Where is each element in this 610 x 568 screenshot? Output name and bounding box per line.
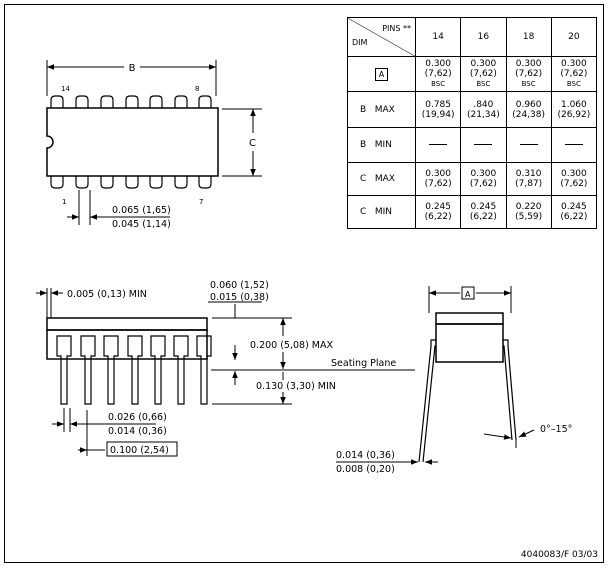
package-body-top: [46, 107, 219, 177]
end-body-top: [435, 312, 504, 325]
pin-14-label: 14: [61, 85, 70, 93]
table-cell: .840(21,34): [460, 91, 507, 128]
lead-width-min-label: 0.014 (0,36): [108, 426, 167, 437]
top-view-leads-lower: [50, 176, 212, 189]
table-row: B MIN: [347, 127, 598, 163]
top-view: B 14 8 1 7 C: [46, 60, 262, 230]
lead-width-max-label: 0.026 (0,66): [108, 412, 167, 423]
table-cell: 0.300(7,62)BSC: [550, 56, 598, 92]
label-b: B: [129, 63, 136, 74]
pin-1-label: 1: [62, 198, 66, 206]
row-label: C MIN: [347, 195, 416, 229]
dimension-table: PINS ** DIM 14 16 18 20 A 0.300(7,62)BSC…: [347, 17, 598, 229]
table-cell: 0.300(7,62)BSC: [505, 56, 552, 92]
label-c: C: [249, 138, 256, 149]
shoulder-min-label: 0.015 (0,38): [210, 292, 269, 303]
pitch-label: 0.100 (2,54): [110, 445, 169, 456]
table-cell: 1.060(26,92): [550, 91, 598, 128]
table-cell: 0.960(24,38): [505, 91, 552, 128]
package-body-side-top: [46, 317, 208, 331]
column-header: 20: [550, 17, 598, 57]
table-row: B MAX 0.785(19,94) .840(21,34) 0.960(24,…: [347, 91, 598, 128]
pins-header: PINS **: [382, 24, 411, 33]
lead-length-label: 0.130 (3,30) MIN: [256, 381, 336, 392]
datum-a-box-end: [461, 286, 475, 300]
side-view: 0.005 (0,13) MIN 0.060 (1,52) 0.015 (0,3…: [36, 280, 415, 457]
end-lead-left: [418, 339, 436, 463]
seating-plane-label: Seating Plane: [331, 358, 396, 369]
pitch-min-label: 0.045 (1,14): [112, 219, 171, 230]
dim-header: DIM: [352, 38, 368, 47]
standoff-label: 0.005 (0,13) MIN: [67, 289, 147, 300]
pitch-max-label: 0.065 (1,65): [112, 205, 171, 216]
drawing-frame: [4, 4, 604, 563]
table-row: C MIN 0.245(6,22) 0.245(6,22) 0.220(5,59…: [347, 195, 598, 229]
pin-7-label: 7: [199, 198, 203, 206]
row-label: B MIN: [347, 127, 416, 163]
table-cell-empty: [414, 127, 462, 163]
thickness-max-label: 0.014 (0,36): [336, 450, 395, 461]
table-cell: 0.300(7,62): [460, 162, 507, 196]
table-row: C MAX 0.300(7,62) 0.300(7,62) 0.310(7,87…: [347, 162, 598, 196]
shoulder-max-label: 0.060 (1,52): [210, 280, 269, 291]
table-cell: 0.245(6,22): [460, 195, 507, 229]
label-a: A: [465, 290, 471, 299]
table-cell: 0.300(7,62)BSC: [460, 56, 507, 92]
end-view: A 0°–15° 0.014 (0,36) 0.008 (0,20): [336, 286, 572, 475]
side-view-leads: [56, 335, 212, 405]
table-cell: 0.220(5,59): [505, 195, 552, 229]
dim-arrow: [518, 429, 535, 438]
dim-arrow: [483, 433, 512, 440]
drawing-number: 4040083/F 03/03: [520, 550, 598, 560]
top-view-leads-upper: [50, 95, 212, 108]
end-body: [435, 323, 504, 363]
package-body-side: [46, 329, 208, 360]
angle-label: 0°–15°: [540, 424, 572, 435]
end-lead-right: [503, 339, 517, 441]
thickness-min-label: 0.008 (0,20): [336, 464, 395, 475]
pin-8-label: 8: [195, 85, 199, 93]
height-label: 0.200 (5,08) MAX: [250, 340, 333, 351]
table-cell: 0.245(6,22): [550, 195, 598, 229]
column-header: 18: [505, 17, 552, 57]
pitch-box: [106, 441, 178, 457]
table-cell: 0.300(7,62): [550, 162, 598, 196]
datum-a-box: A: [375, 67, 388, 81]
table-cell: 0.300(7,62)BSC: [414, 56, 462, 92]
